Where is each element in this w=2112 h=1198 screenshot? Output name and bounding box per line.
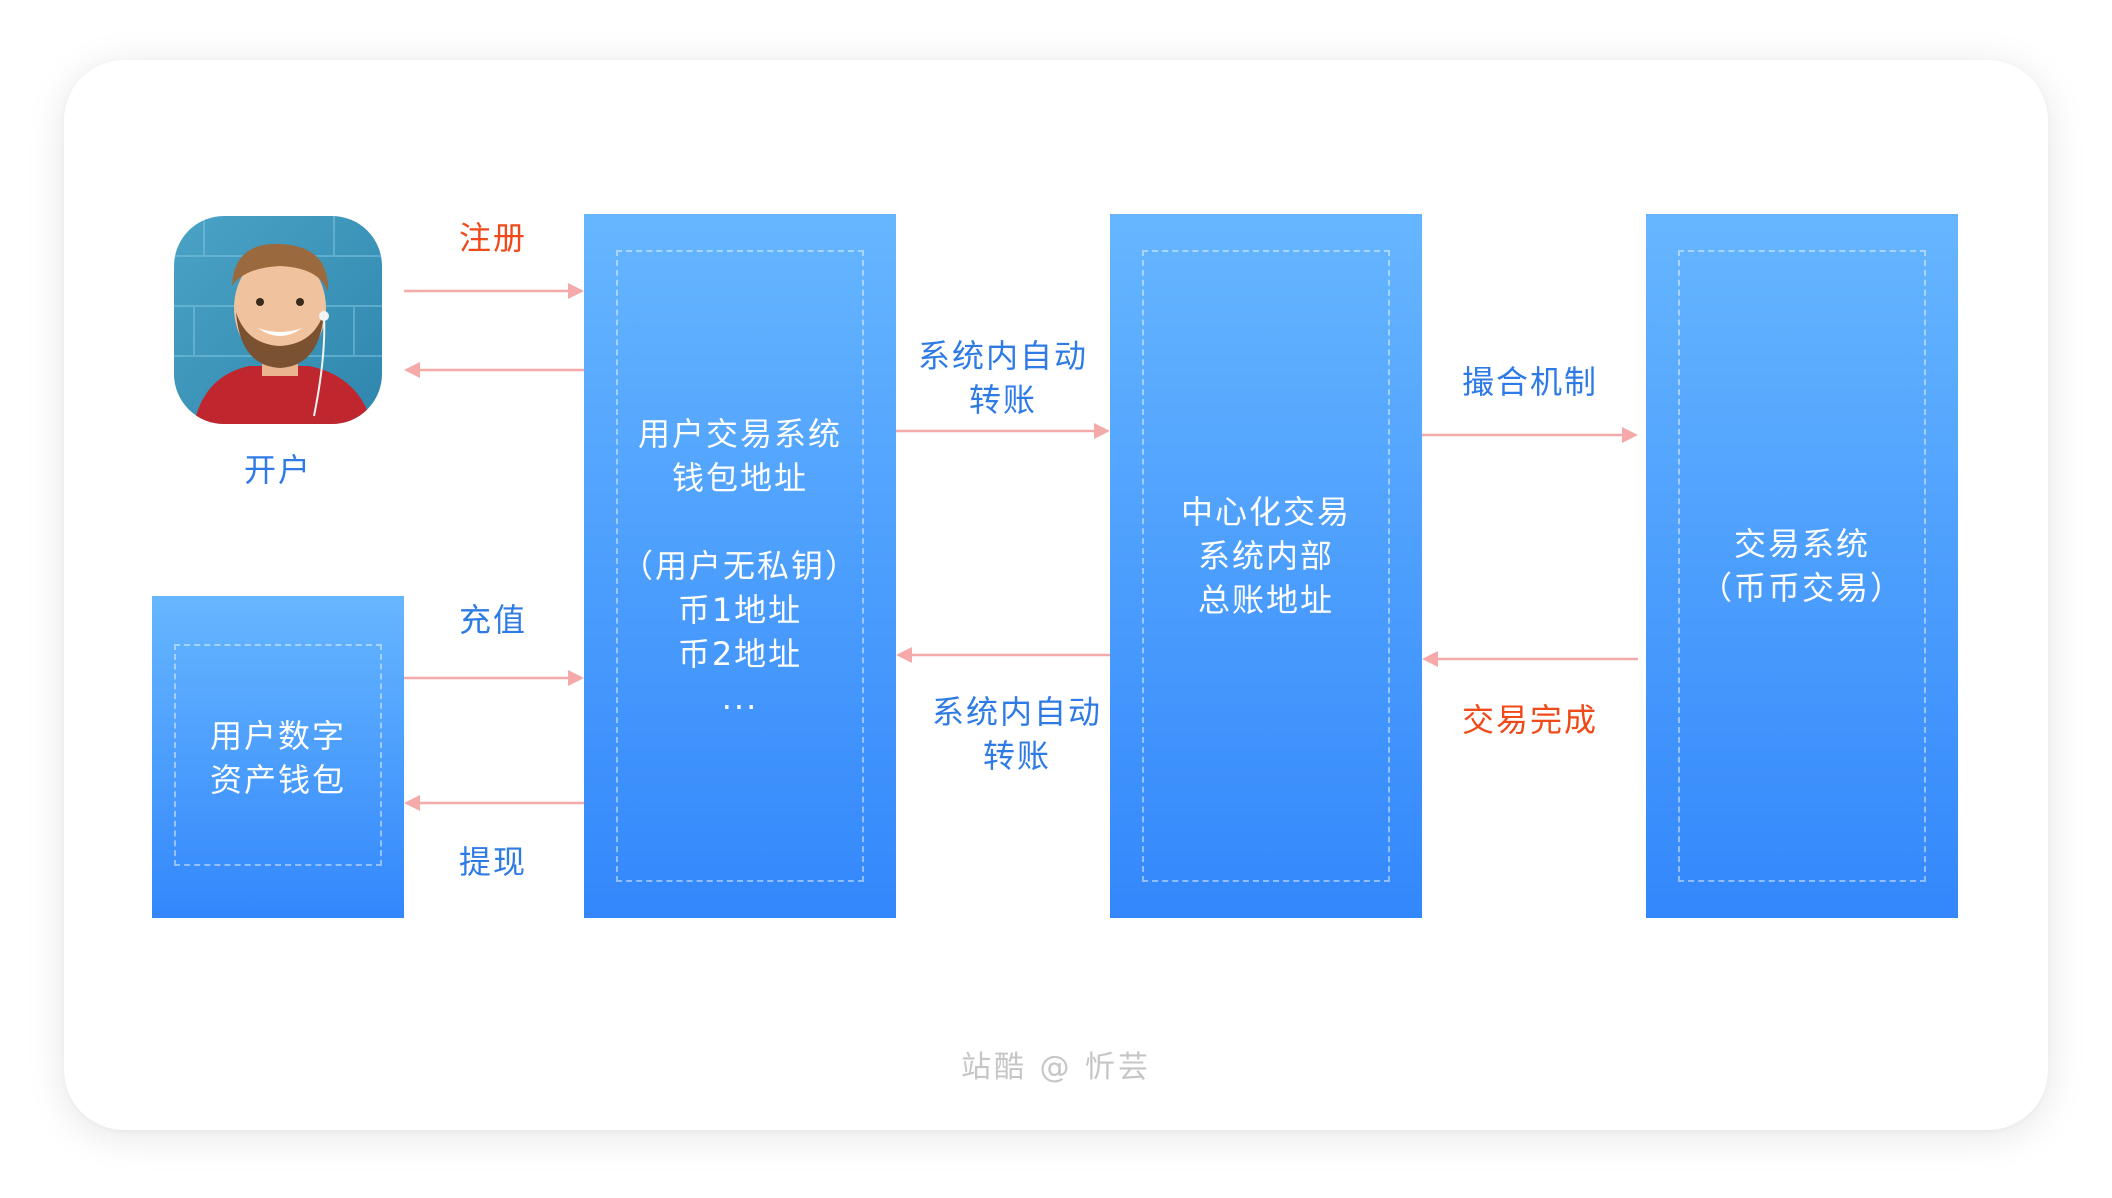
exchange-wallet-inner bbox=[616, 250, 864, 882]
arrowhead bbox=[1094, 423, 1110, 439]
user-wallet-text: 用户数字 资产钱包 bbox=[152, 714, 404, 802]
user-wallet-block: 用户数字 资产钱包 bbox=[152, 596, 404, 918]
exchange-wallet-line: 币2地址 bbox=[677, 635, 803, 673]
arrowhead bbox=[896, 647, 912, 663]
auto-transfer-out-label: 系统内自动 转账 bbox=[896, 334, 1110, 422]
central-ledger-line: 系统内部 bbox=[1197, 537, 1334, 575]
trading-system-block: 交易系统 （币币交易） bbox=[1646, 214, 1958, 918]
auto-transfer-out-line: 系统内自动 bbox=[917, 337, 1088, 375]
exchange-wallet-line: 用户交易系统 bbox=[637, 415, 842, 453]
trading-system-text: 交易系统 （币币交易） bbox=[1646, 522, 1958, 610]
user-wallet-line: 用户数字 bbox=[209, 717, 346, 755]
trading-system-line: 交易系统 bbox=[1733, 525, 1870, 563]
auto-transfer-back-label: 系统内自动 转账 bbox=[910, 690, 1124, 778]
arrowhead bbox=[404, 795, 420, 811]
arrowhead bbox=[568, 670, 584, 686]
user-avatar bbox=[174, 216, 382, 424]
register-label: 注册 bbox=[458, 219, 527, 257]
exchange-wallet-line: ... bbox=[721, 679, 759, 717]
watermark: 站酷 @ 忻芸 bbox=[960, 1050, 1152, 1085]
open-account-label: 开户 bbox=[243, 451, 312, 489]
auto-transfer-back-line: 系统内自动 bbox=[931, 693, 1102, 731]
exchange-wallet-line: 币1地址 bbox=[677, 591, 803, 629]
arrowhead bbox=[1622, 427, 1638, 443]
central-ledger-text: 中心化交易 系统内部 总账地址 bbox=[1110, 490, 1422, 622]
trade-complete-label: 交易完成 bbox=[1461, 701, 1598, 739]
exchange-wallet-line: 钱包地址 bbox=[671, 459, 808, 497]
central-ledger-line: 总账地址 bbox=[1197, 581, 1334, 619]
central-ledger-block: 中心化交易 系统内部 总账地址 bbox=[1110, 214, 1422, 918]
user-photo-icon bbox=[174, 216, 382, 424]
exchange-wallet-block: 用户交易系统 钱包地址 （用户无私钥） 币1地址 币2地址 ... bbox=[584, 214, 896, 918]
withdraw-label: 提现 bbox=[458, 843, 527, 881]
auto-transfer-out-line: 转账 bbox=[968, 381, 1037, 419]
arrowhead bbox=[568, 283, 584, 299]
user-wallet-line: 资产钱包 bbox=[209, 761, 346, 799]
exchange-wallet-line: （用户无私钥） bbox=[620, 547, 859, 585]
matching-label: 撮合机制 bbox=[1461, 363, 1598, 401]
exchange-wallet-text: 用户交易系统 钱包地址 （用户无私钥） 币1地址 币2地址 ... bbox=[584, 412, 896, 720]
arrowhead bbox=[1422, 651, 1438, 667]
central-ledger-inner bbox=[1142, 250, 1390, 882]
arrowhead bbox=[404, 362, 420, 378]
auto-transfer-back-line: 转账 bbox=[982, 737, 1051, 775]
user-wallet-inner bbox=[174, 644, 382, 866]
central-ledger-line: 中心化交易 bbox=[1180, 493, 1351, 531]
trading-system-line: （币币交易） bbox=[1699, 569, 1904, 607]
deposit-label: 充值 bbox=[458, 601, 527, 639]
trading-system-inner bbox=[1678, 250, 1926, 882]
